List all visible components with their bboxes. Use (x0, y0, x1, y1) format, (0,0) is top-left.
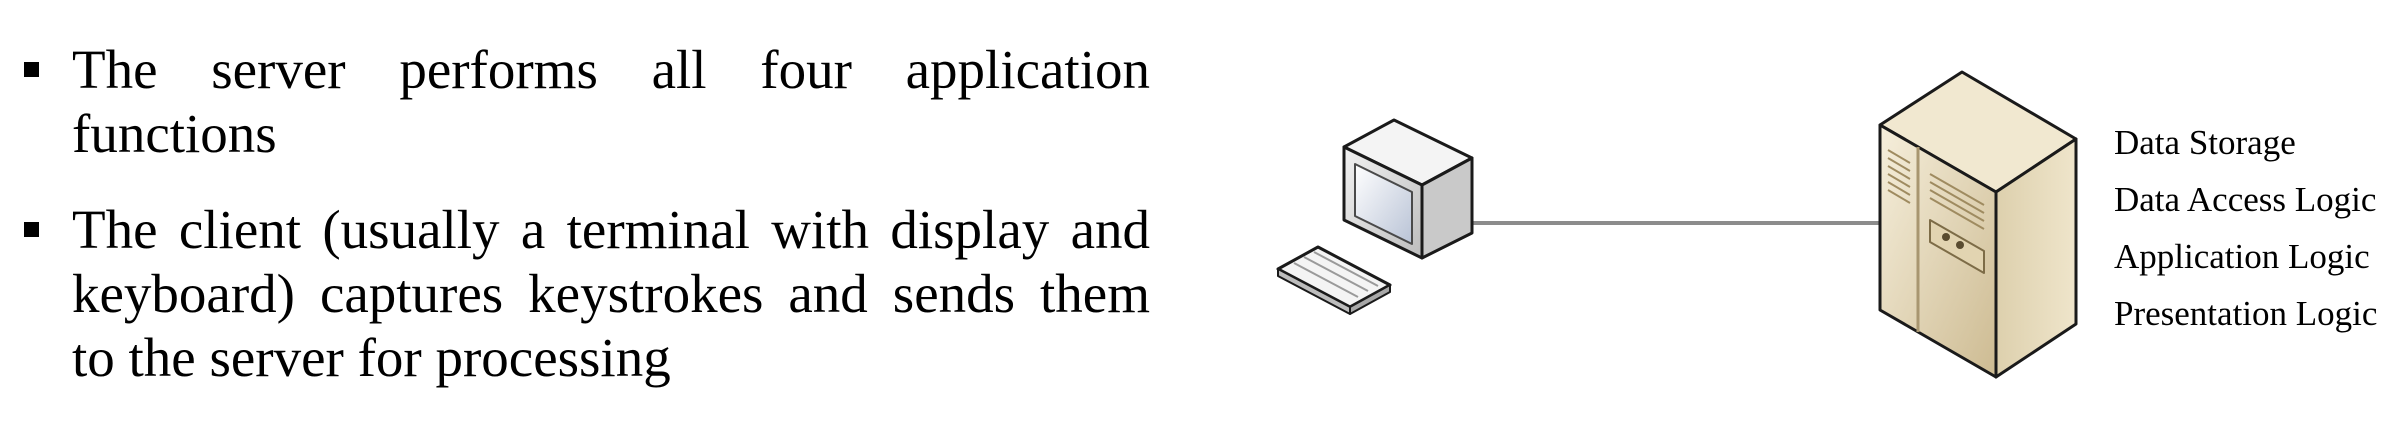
bullet-list: The server performs all four application… (20, 38, 1150, 422)
bullet-item: The client (usually a terminal with disp… (20, 198, 1150, 390)
bullet-text: The server performs all four application… (72, 39, 1150, 164)
layer-label-presentation-logic: Presentation Logic (2114, 294, 2378, 333)
square-bullet-icon (24, 222, 39, 237)
square-bullet-icon (24, 62, 39, 77)
layer-label-application-logic: Application Logic (2114, 237, 2370, 276)
terminal-computer-icon (1342, 118, 1474, 260)
bullet-text: The client (usually a terminal with disp… (72, 199, 1150, 388)
server-tower-icon (1878, 70, 2078, 379)
bullet-item: The server performs all four application… (20, 38, 1150, 166)
host-based-architecture-diagram: Data Storage Data Access Logic Applicati… (1250, 50, 2396, 390)
keyboard-icon (1276, 245, 1392, 315)
diagram-graphic (1276, 70, 2078, 379)
layer-label-data-storage: Data Storage (2114, 123, 2296, 162)
server-layer-list: Data Storage Data Access Logic Applicati… (2114, 114, 2377, 342)
layer-label-data-access-logic: Data Access Logic (2114, 180, 2377, 219)
